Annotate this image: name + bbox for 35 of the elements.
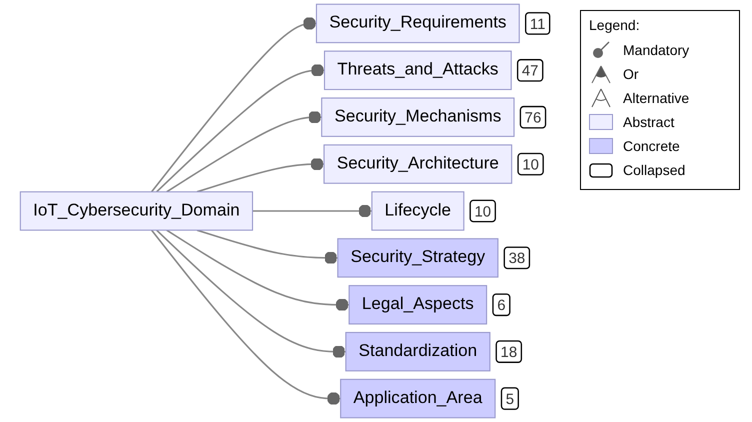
connector [166,110,322,192]
legend-label: Abstract [623,114,674,130]
collapsed-count: 10 [517,152,544,176]
node-box: Security_Requirements [316,4,520,44]
collapsed-count: 11 [525,12,550,35]
legend-label: Collapsed [623,162,686,178]
collapsed-count: 18 [496,340,522,363]
collapsed-count: 10 [470,200,496,222]
legend-label: Concrete [623,138,680,154]
collapsed-count: 6 [492,293,510,316]
connector [150,230,341,405]
collapsed-count: 38 [504,246,530,270]
connector [252,204,372,218]
legend-label: Mandatory [623,42,690,58]
connector [196,158,324,193]
node-box: Security_Mechanisms [321,98,515,137]
connector [156,230,346,358]
legend-label: Or [623,66,639,82]
node-box: Security_Architecture [324,144,512,184]
connector [166,230,350,312]
legend-title: Legend: [589,17,641,33]
node-box: IoT_Cybersecurity_Domain [20,191,254,231]
node-box: Standardization [345,332,490,372]
legend-label: Alternative [623,90,690,106]
collapsed-count: 5 [500,387,519,410]
node-box: Lifecycle [371,191,464,231]
collapsed-count: 47 [516,59,544,82]
node-box: Legal_Aspects [348,285,488,324]
node-box: Security_Strategy [337,238,498,278]
collapsed-count: 76 [520,106,546,129]
node-box: Threats_and_Attacks [324,50,512,90]
connector [156,64,324,192]
connector [196,229,338,264]
connector [150,17,316,192]
node-box: Application_Area [340,378,496,418]
